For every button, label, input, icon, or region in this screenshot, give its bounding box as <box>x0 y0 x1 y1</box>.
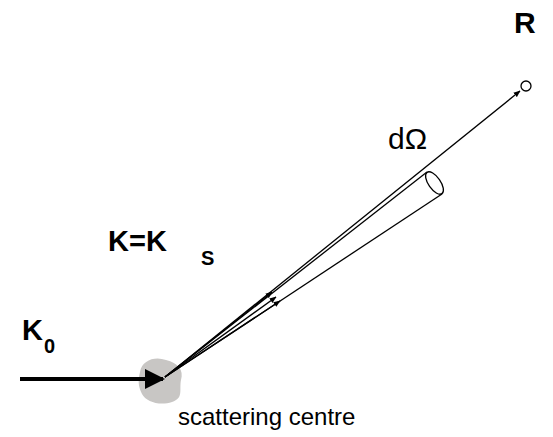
solid-angle-label: dΩ <box>388 124 427 154</box>
observation-point <box>521 81 531 91</box>
incident-beam <box>20 377 163 381</box>
scattered-ray <box>165 301 280 377</box>
scattered-ray <box>165 297 276 377</box>
subscript: 0 <box>44 336 55 356</box>
scattering-blob <box>139 359 182 404</box>
point-label: R <box>514 8 536 38</box>
direction-line <box>165 91 520 377</box>
wavevector-label: K <box>22 316 43 345</box>
cone-edge <box>165 194 442 377</box>
wavevector-label: K=K <box>108 227 167 256</box>
object-label: scattering centre <box>178 405 355 429</box>
subscript: S <box>201 248 214 268</box>
cone-edge <box>165 172 427 377</box>
solid-angle-ellipse <box>422 169 447 197</box>
